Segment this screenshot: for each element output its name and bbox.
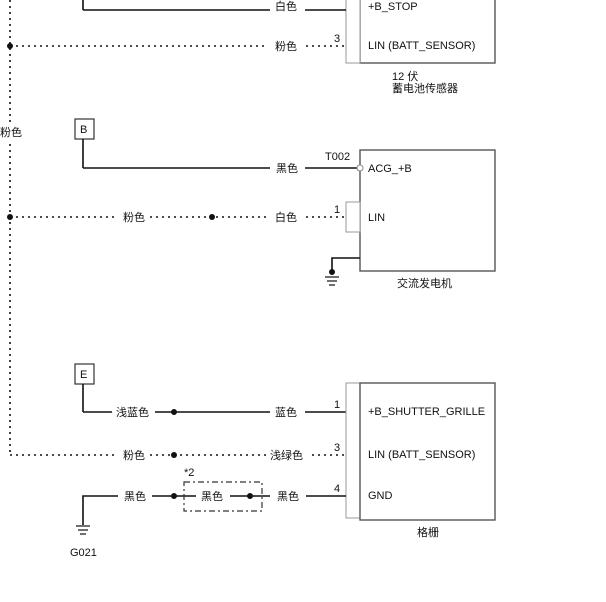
source-tag-b: B bbox=[80, 124, 87, 136]
optional-harness-box bbox=[183, 481, 263, 512]
pin3-wire-color-left: 粉色 bbox=[123, 448, 145, 462]
pin1-wire-color-left: 浅蓝色 bbox=[116, 405, 149, 419]
pin3-splice bbox=[171, 452, 177, 458]
alternator-name: 交流发电机 bbox=[397, 276, 452, 290]
pin2-wire-color: 白色 bbox=[275, 0, 297, 13]
source-tag-e-box bbox=[74, 363, 95, 385]
ground-name: G021 bbox=[70, 547, 97, 559]
pin3-label-grille: LIN (BATT_SENSOR) bbox=[368, 449, 475, 461]
acg-label: ACG_+B bbox=[368, 163, 412, 175]
source-tag-b-box bbox=[74, 118, 95, 140]
note-marker: *2 bbox=[184, 467, 194, 479]
alternator-ground-point bbox=[329, 269, 335, 275]
pin4-splice-left bbox=[171, 493, 177, 499]
pin1-wire-color-right: 蓝色 bbox=[275, 405, 297, 419]
alternator-ground-wire bbox=[331, 257, 360, 272]
lin-wire-color-left: 粉色 bbox=[123, 210, 145, 224]
bus-color-label: 粉色 bbox=[0, 125, 22, 139]
pin3-number-grille: 3 bbox=[334, 442, 340, 454]
pin3-wire-color: 粉色 bbox=[275, 39, 297, 53]
pin4-number: 4 bbox=[334, 483, 340, 495]
acg-terminal: T002 bbox=[325, 151, 350, 163]
lin-pin-number: 1 bbox=[334, 204, 340, 216]
lin-wire-color-right: 白色 bbox=[275, 210, 297, 224]
source-tag-e: E bbox=[80, 369, 87, 381]
pin3-wire-color-right: 浅绿色 bbox=[270, 448, 303, 462]
pin4-wire-color-mid: 黑色 bbox=[201, 489, 223, 503]
grille-connector bbox=[345, 382, 361, 519]
pin3-label: LIN (BATT_SENSOR) bbox=[368, 40, 475, 52]
alternator-lin-connector bbox=[345, 201, 361, 233]
pin4-label: GND bbox=[368, 490, 393, 502]
battery-sensor-name-1: 12 伏 bbox=[392, 69, 418, 83]
splice-mid bbox=[209, 214, 215, 220]
acg-wire-color: 黑色 bbox=[276, 161, 298, 175]
pin4-wire-a bbox=[82, 495, 118, 525]
pin1-number: 1 bbox=[334, 399, 340, 411]
grille-box bbox=[359, 382, 496, 521]
grille-name: 格栅 bbox=[417, 525, 439, 539]
pin4-splice-right bbox=[247, 493, 253, 499]
lin-label: LIN bbox=[368, 212, 385, 224]
battery-sensor-connector bbox=[345, 0, 361, 64]
bus-label-bg bbox=[0, 124, 22, 140]
pin4-wire-color-left: 黑色 bbox=[124, 489, 146, 503]
pin3-number: 3 bbox=[334, 33, 340, 45]
acg-pin-marker bbox=[356, 164, 364, 172]
battery-sensor-name-2: 蓄电池传感器 bbox=[392, 82, 458, 95]
pin1-splice bbox=[171, 409, 177, 415]
pin2-label: +B_STOP bbox=[368, 1, 418, 13]
alternator-box bbox=[359, 149, 496, 272]
pin4-wire-color-right: 黑色 bbox=[277, 489, 299, 503]
pin1-label: +B_SHUTTER_GRILLE bbox=[368, 406, 485, 418]
